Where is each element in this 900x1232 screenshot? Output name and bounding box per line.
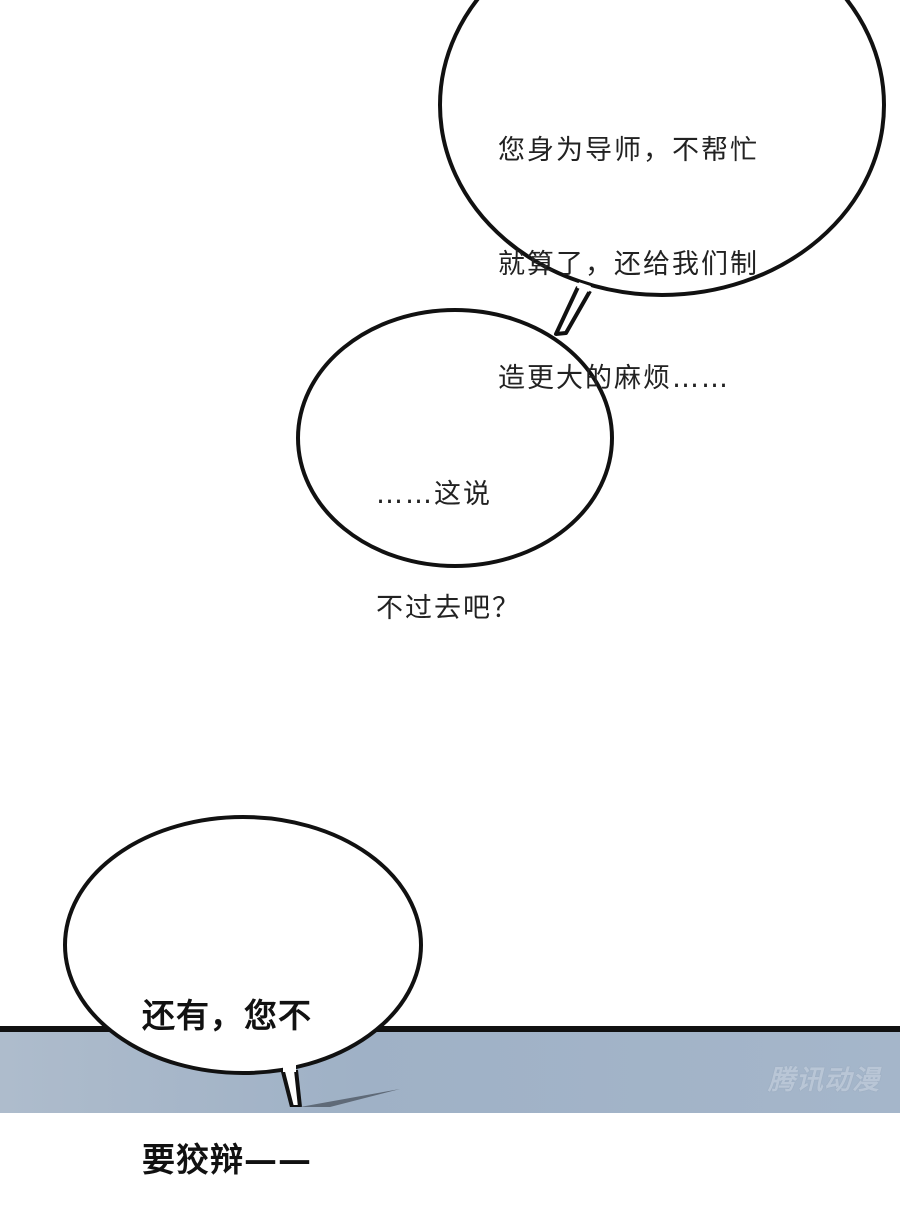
bubble-1-text: 您身为导师，不帮忙 就算了，还给我们制 造更大的麻烦…… [498, 56, 759, 436]
bubble-3-text: 还有，您不 要狡辩—— [142, 896, 312, 1232]
bubble-1-line: 您身为导师，不帮忙 [498, 135, 759, 166]
speech-bubble-2 [296, 308, 614, 568]
speech-bubble-3 [63, 815, 423, 1107]
bubble-1-line: 造更大的麻烦…… [498, 363, 730, 394]
bubble-2-text: ……这说 不过去吧？ [376, 400, 521, 666]
bubble-1-line: 就算了，还给我们制 [498, 249, 759, 280]
sword-blade [300, 1089, 400, 1107]
speech-bubble-1 [438, 0, 886, 336]
bubble-2-line: 不过去吧？ [376, 593, 521, 624]
speech-bubbles-layer [63, 0, 886, 1107]
bubble-3-line: 还有，您不 [142, 996, 312, 1035]
bubble-3-line: 要狡辩—— [142, 1140, 312, 1179]
watermark-logo: 腾讯动漫 [768, 1065, 880, 1096]
bubble-2-line: ……这说 [376, 479, 492, 510]
